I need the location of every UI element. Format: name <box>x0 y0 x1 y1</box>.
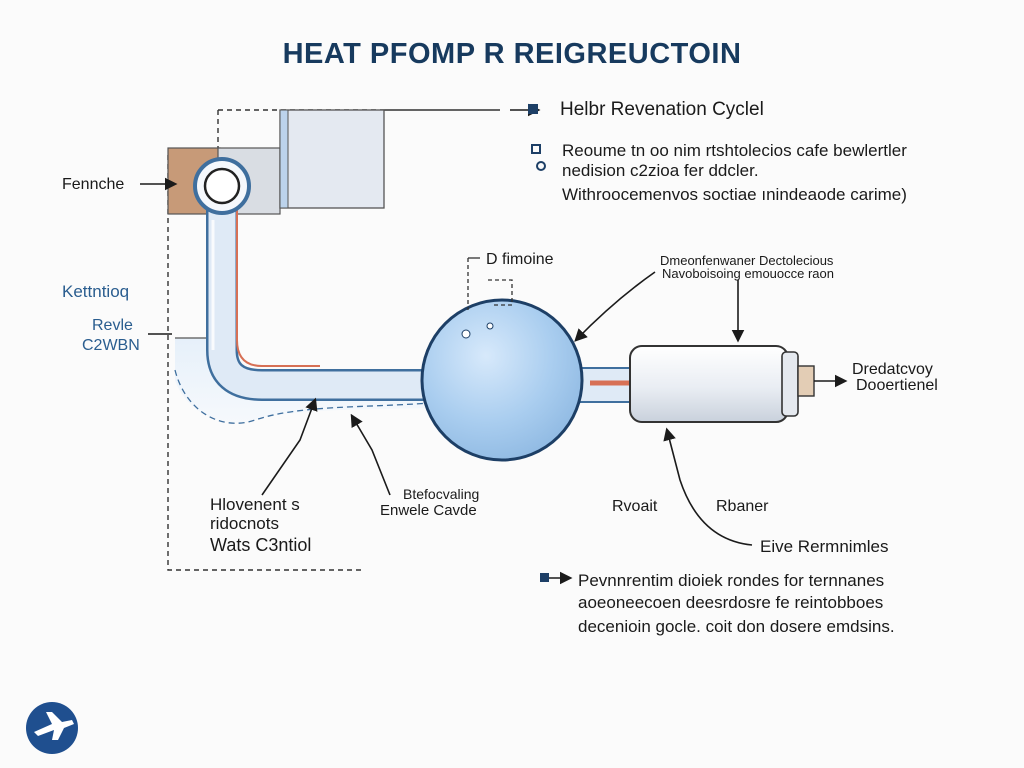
reservoir-dashed-outline <box>174 369 431 424</box>
eive-label: Eive Rermnimles <box>760 537 889 556</box>
legend-line-2: nedision c2zioa fer ddcler. <box>562 161 759 180</box>
rvoaner-label: Rbaner <box>716 498 769 515</box>
cylinder-cap <box>781 351 799 417</box>
compressor-core <box>203 167 241 205</box>
condenser-cylinder <box>629 345 789 423</box>
liquid-reservoir-fill <box>175 338 430 423</box>
top-right-arrow <box>574 271 656 342</box>
legend-line-1: Reoume tn oo nim rtshtolecios cafe bewle… <box>562 141 907 160</box>
upper-unit-edge <box>279 109 289 209</box>
cylinder-nozzle <box>797 365 815 397</box>
bottom-left-arrow <box>261 397 318 496</box>
bottom-left-line-1: Hlovenent s <box>210 495 300 514</box>
pipe-label-line-2: Enwele Cavde <box>380 502 477 519</box>
legend-line-3: Withroocemenvos soctiae ınindeaode carim… <box>562 185 907 204</box>
left-component-label: Fennche <box>62 176 125 193</box>
upper-unit-box <box>279 109 385 209</box>
sphere-label: D fimoine <box>486 251 554 268</box>
eive-arrow <box>663 427 753 546</box>
left-dashed-frame <box>167 155 365 571</box>
footer-line-2: aoeoneecoen deesrdosre fe reintobboes <box>578 593 884 612</box>
sphere-port <box>461 329 471 339</box>
diagram-title: HEAT PFOMP R REIGREUCTOIN <box>282 38 742 70</box>
cylinder-label-line-1: Dredatcvoy <box>852 361 933 378</box>
sphere-dashed-leader <box>467 258 513 310</box>
pipe-outline <box>206 190 445 401</box>
top-right-line-2: Navoboisoing emouocce raon <box>662 266 834 281</box>
rvoant-label: Rvoait <box>612 498 658 515</box>
legend-heading: Helbr Revenation Cyclel <box>560 99 764 120</box>
valve-label-line-1: Revle <box>92 317 133 334</box>
bottom-left-line-2: ridocnots <box>210 514 279 533</box>
receiver-sphere <box>420 298 584 462</box>
cylinder-label-line-2: Dooertienel <box>856 377 938 394</box>
legend-bullet-2 <box>536 161 546 171</box>
sphere-port-small <box>486 322 494 330</box>
valve-label-line-2: C2WBN <box>82 337 140 354</box>
pipe-label-line-1: Btefocvaling <box>403 486 480 502</box>
legend-marker <box>528 104 538 114</box>
legend-bullet-1 <box>531 144 541 154</box>
left-blue-label: Kettntioq <box>62 282 130 301</box>
footer-line-1: Pevnnrentim dioiek rondes for ternnanes <box>578 571 885 590</box>
footer-marker <box>540 573 549 582</box>
pipe-body <box>208 190 445 399</box>
top-right-line-1: Dmeonfenwaner Dectolecious <box>660 253 834 268</box>
footer-line-3: decenioin gocle. coit don dosere emdsins… <box>578 617 895 636</box>
pipe-label-arrow <box>350 413 391 496</box>
bottom-left-line-3: Wats C3ntiol <box>210 535 312 555</box>
plane-glyph <box>34 712 74 740</box>
hot-line-accent <box>236 198 320 367</box>
